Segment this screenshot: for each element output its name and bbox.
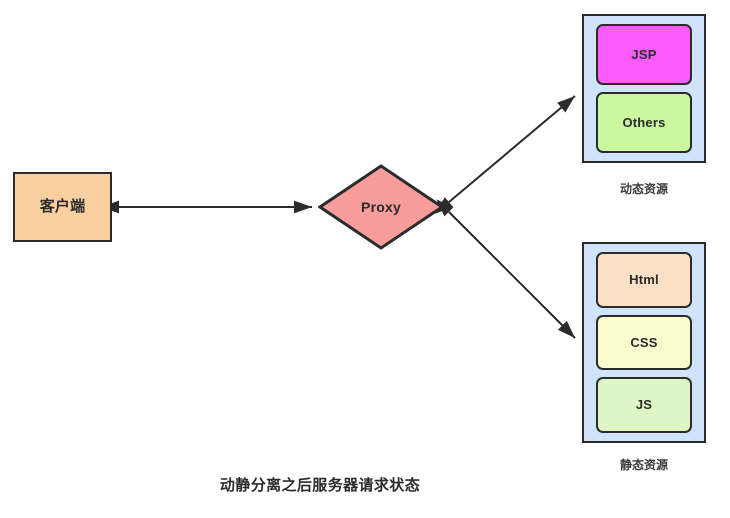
- group-item-others[interactable]: Others: [596, 92, 692, 153]
- group-item-html[interactable]: Html: [596, 252, 692, 308]
- group-dynamic-caption: 动态资源: [619, 182, 668, 196]
- group-item-jsp[interactable]: JSP: [596, 24, 692, 85]
- edge-proxy-dynamic: [435, 95, 576, 214]
- node-client[interactable]: 客户端: [13, 172, 112, 242]
- node-client-label: 客户端: [39, 198, 86, 215]
- diamond-shape: [318, 164, 444, 250]
- group-dynamic-resources[interactable]: JSP Others: [582, 14, 706, 163]
- group-static-caption: 静态资源: [619, 458, 668, 472]
- group-item-css-label: CSS: [630, 334, 658, 350]
- group-item-js-label: JS: [635, 397, 653, 413]
- group-item-css[interactable]: CSS: [596, 314, 692, 371]
- group-static-resources[interactable]: Html CSS JS: [582, 242, 706, 443]
- group-item-jsp-label: JSP: [631, 46, 657, 62]
- node-proxy-label: Proxy: [361, 198, 401, 215]
- group-item-js[interactable]: JS: [596, 377, 692, 434]
- node-proxy[interactable]: Proxy: [318, 164, 444, 250]
- edge-proxy-static: [436, 199, 576, 339]
- group-item-others-label: Others: [622, 114, 666, 130]
- figure-title: 动静分离之后服务器请求状态: [219, 477, 421, 494]
- group-item-html-label: Html: [629, 272, 659, 288]
